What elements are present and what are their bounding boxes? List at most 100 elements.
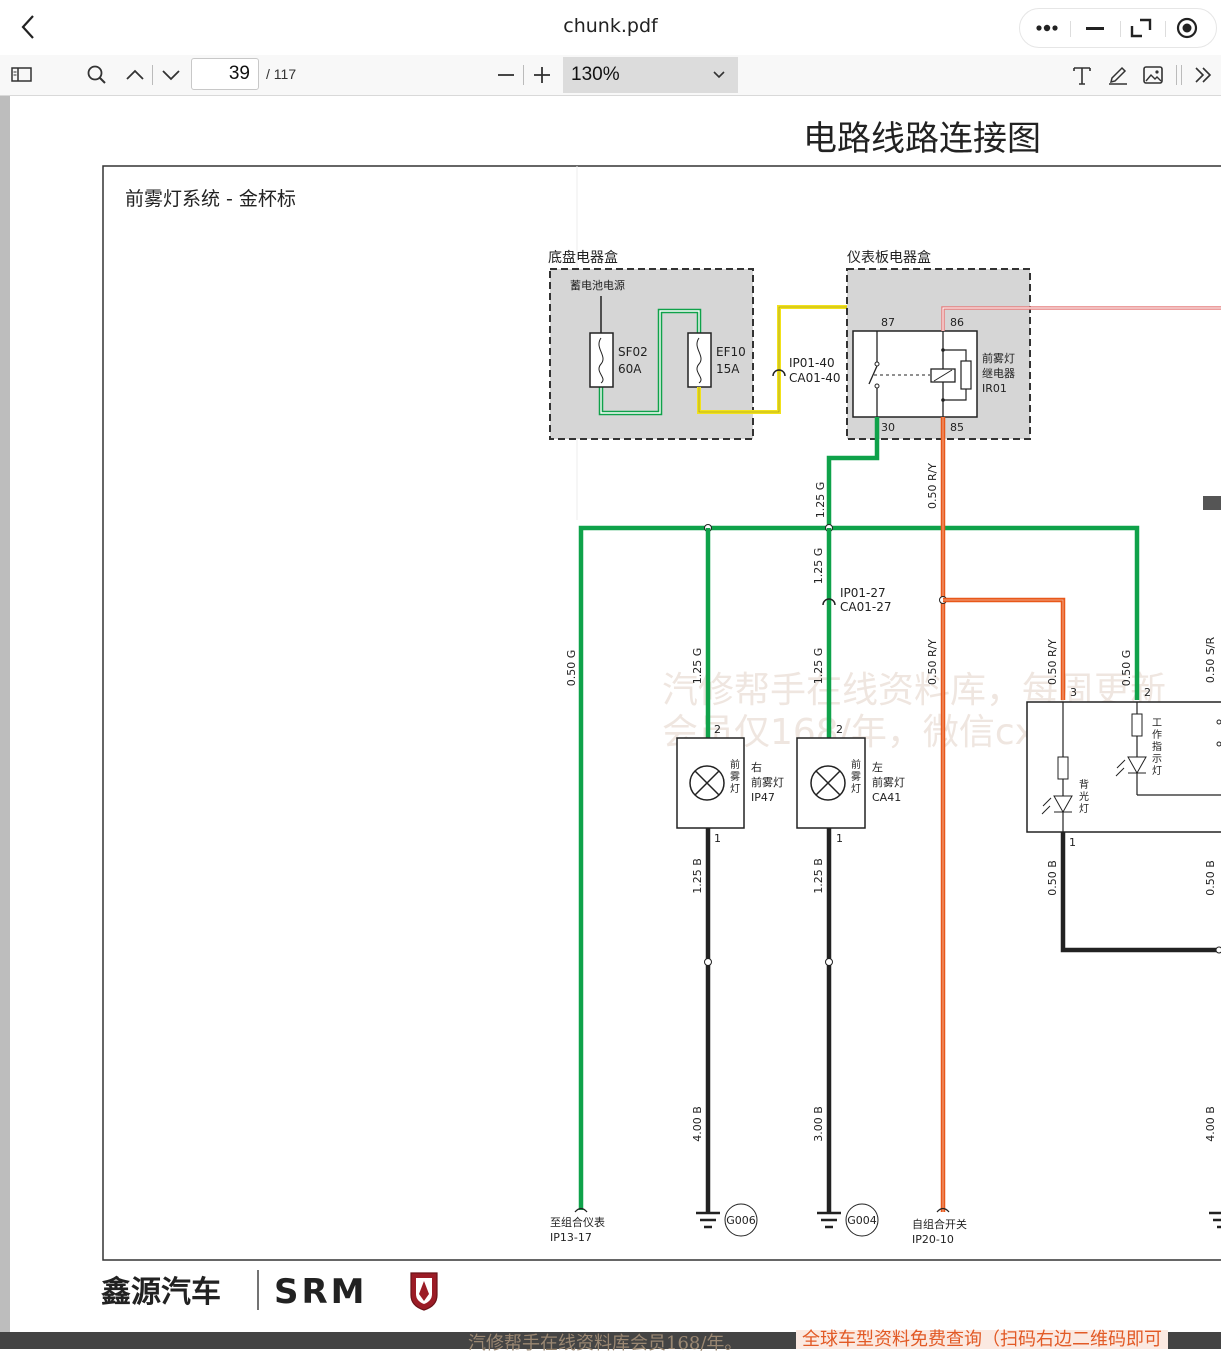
text-tool-button[interactable] xyxy=(1070,63,1094,87)
divider xyxy=(152,65,153,85)
backlight-vertical-text: 背光灯 xyxy=(1079,778,1089,815)
divider xyxy=(1181,65,1182,85)
zoom-out-button[interactable] xyxy=(494,63,518,87)
pdf-page-canvas: 电路线路连接图 前雾灯系统 - 金杯标 汽修帮手在线资料库，每周更新 会员仅16… xyxy=(101,119,1221,1312)
ground-g004-label: G004 xyxy=(847,1214,877,1227)
relay-pin-86: 86 xyxy=(950,316,964,329)
pdf-toolbar: 39 / 117 130% xyxy=(0,55,1221,96)
lamp-vertical-text: 前雾灯 xyxy=(851,758,861,795)
more-tools-button[interactable] xyxy=(1191,63,1215,87)
wire-label: 1.25 G xyxy=(691,648,704,685)
pin-label: 2 xyxy=(714,723,721,736)
right-fog-lamp xyxy=(676,737,745,829)
connector-symbol xyxy=(822,598,836,606)
to-cluster-code: IP13-17 xyxy=(550,1231,592,1244)
window-controls xyxy=(1019,8,1217,48)
connector-mid-a: IP01-27 xyxy=(840,586,886,600)
chevron-left-icon xyxy=(21,15,34,39)
footer-banner: 全球车型资料免费查询（扫码右边二维码即可 xyxy=(796,1330,1168,1349)
relay-switch-arm xyxy=(868,365,878,385)
green-wire-relay-output xyxy=(826,417,880,528)
fuse-element-icon xyxy=(696,337,702,384)
page-number-input[interactable]: 39 xyxy=(191,58,259,90)
connector-mid-b: CA01-27 xyxy=(840,600,891,614)
relay-pin-30: 30 xyxy=(881,421,895,434)
pin-label: 2 xyxy=(836,723,843,736)
draw-tool-button[interactable] xyxy=(1106,63,1130,87)
wire-label: 0.50 R/Y xyxy=(1046,639,1059,685)
wire-terminal xyxy=(936,1207,950,1213)
fuse-sf02-rating: 60A xyxy=(618,362,642,376)
search-button[interactable] xyxy=(85,63,109,87)
pink-wire-core xyxy=(942,307,1221,331)
switch-ground-wire xyxy=(1060,832,1221,953)
right-lamp-code: IP47 xyxy=(751,791,775,804)
chevron-down-icon xyxy=(162,70,180,81)
lamp-cross xyxy=(815,770,841,796)
record-button[interactable] xyxy=(1172,15,1202,41)
led-rays xyxy=(1041,797,1052,815)
fuse-sf02-name: SF02 xyxy=(618,345,648,359)
wire-label: 0.50 B xyxy=(1046,860,1059,896)
wire-label: 3.00 B xyxy=(812,1106,825,1142)
wire-label: 1.25 G xyxy=(812,648,825,685)
fuse-ef10-name: EF10 xyxy=(716,345,746,359)
page-heading: 电路线路连接图 xyxy=(803,119,1041,159)
document-viewer[interactable]: 电路线路连接图 前雾灯系统 - 金杯标 汽修帮手在线资料库，每周更新 会员仅16… xyxy=(0,96,1221,1349)
led-icon xyxy=(1127,756,1147,775)
lamp-vertical-text: 前雾灯 xyxy=(730,758,740,795)
from-switch-label: 自组合开关 xyxy=(912,1217,967,1231)
system-title: 前雾灯系统 - 金杯标 xyxy=(125,188,296,210)
green-bus-wire xyxy=(578,525,1140,1210)
pin-label: 1 xyxy=(714,832,721,845)
next-page-button[interactable] xyxy=(159,63,183,87)
junction-dot xyxy=(941,348,945,352)
sidebar-toggle-button[interactable] xyxy=(10,63,34,87)
relay-pin-87: 87 xyxy=(881,316,895,329)
srm-shield-logo xyxy=(410,1272,438,1311)
indicator-resistor xyxy=(1131,713,1143,737)
relay-name-line1: 前雾灯 xyxy=(982,351,1015,365)
orange-wire-branch-core xyxy=(943,599,1064,700)
dash-box-label: 仪表板电器盒 xyxy=(847,249,931,266)
divider xyxy=(1165,21,1166,37)
previous-page-button[interactable] xyxy=(123,63,147,87)
pen-icon xyxy=(1109,66,1127,85)
offscreen-connector xyxy=(1203,496,1221,510)
ground-g006-label: G006 xyxy=(726,1214,756,1227)
record-icon xyxy=(1176,17,1198,39)
junction-dot xyxy=(1215,946,1221,954)
image-tool-button[interactable] xyxy=(1141,63,1165,87)
restore-button[interactable] xyxy=(1126,15,1156,41)
text-tool-icon xyxy=(1073,67,1091,85)
connector-symbol xyxy=(772,369,786,377)
pin-label: 1 xyxy=(836,832,843,845)
wire-label: 0.50 G xyxy=(565,650,578,687)
brand-name-cn: 鑫源汽车 xyxy=(101,1275,221,1310)
relay-name-line2: 继电器 xyxy=(982,367,1015,380)
document-title: chunk.pdf xyxy=(563,15,658,37)
ground-point-g006 xyxy=(724,1203,758,1237)
back-button[interactable] xyxy=(14,12,44,42)
wire-label: 1.25 G xyxy=(814,482,827,519)
minimize-icon xyxy=(1086,27,1104,30)
wire-label: 4.00 B xyxy=(691,1106,704,1142)
junction-dot xyxy=(941,398,945,402)
to-cluster-label: 至组合仪表 xyxy=(550,1215,605,1229)
chevron-up-icon xyxy=(126,69,144,80)
wire-label: 0.50 R/Y xyxy=(926,639,939,685)
pin-label: 3 xyxy=(1070,686,1077,699)
zoom-in-button[interactable] xyxy=(530,63,554,87)
divider xyxy=(1120,21,1121,37)
sidebar-toggle-icon xyxy=(11,67,32,82)
image-icon xyxy=(1143,66,1163,84)
more-button[interactable] xyxy=(1032,15,1062,41)
title-bar: chunk.pdf xyxy=(0,0,1221,55)
zoom-select[interactable]: 130% xyxy=(563,57,738,93)
wire-label: 0.50 G xyxy=(1120,650,1133,687)
wire-label: 4.00 B xyxy=(1204,1106,1217,1142)
wire-label: 0.50 B xyxy=(1204,860,1217,896)
minimize-button[interactable] xyxy=(1080,15,1110,41)
fuse-ef10-rating: 15A xyxy=(716,362,740,376)
contact-point xyxy=(1216,719,1221,725)
